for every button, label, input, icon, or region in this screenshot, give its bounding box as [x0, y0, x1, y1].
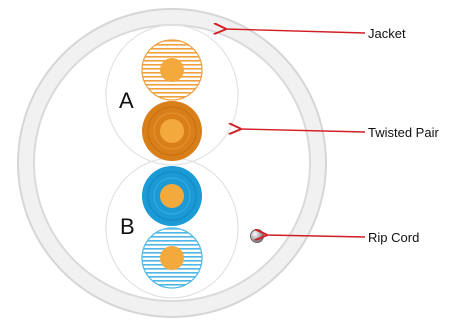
twisted-pair-label: Twisted Pair	[368, 125, 439, 140]
orange-conductor	[142, 101, 202, 161]
rip-cord	[250, 229, 264, 243]
blue-white-conductor	[141, 227, 203, 289]
rip-cord-callout-arrow	[266, 235, 366, 237]
pair-b-label: B	[120, 214, 135, 239]
twisted-pair-callout-arrow	[240, 129, 366, 132]
orange-white-conductor	[141, 39, 203, 101]
jacket-callout-arrow	[225, 29, 366, 33]
pair-a-outline	[105, 24, 239, 166]
jacket-label: Jacket	[368, 26, 406, 41]
rip-cord-label: Rip Cord	[368, 230, 419, 245]
jacket-ring	[17, 8, 327, 318]
pair-a-label: A	[119, 88, 134, 113]
blue-conductor	[142, 166, 202, 226]
